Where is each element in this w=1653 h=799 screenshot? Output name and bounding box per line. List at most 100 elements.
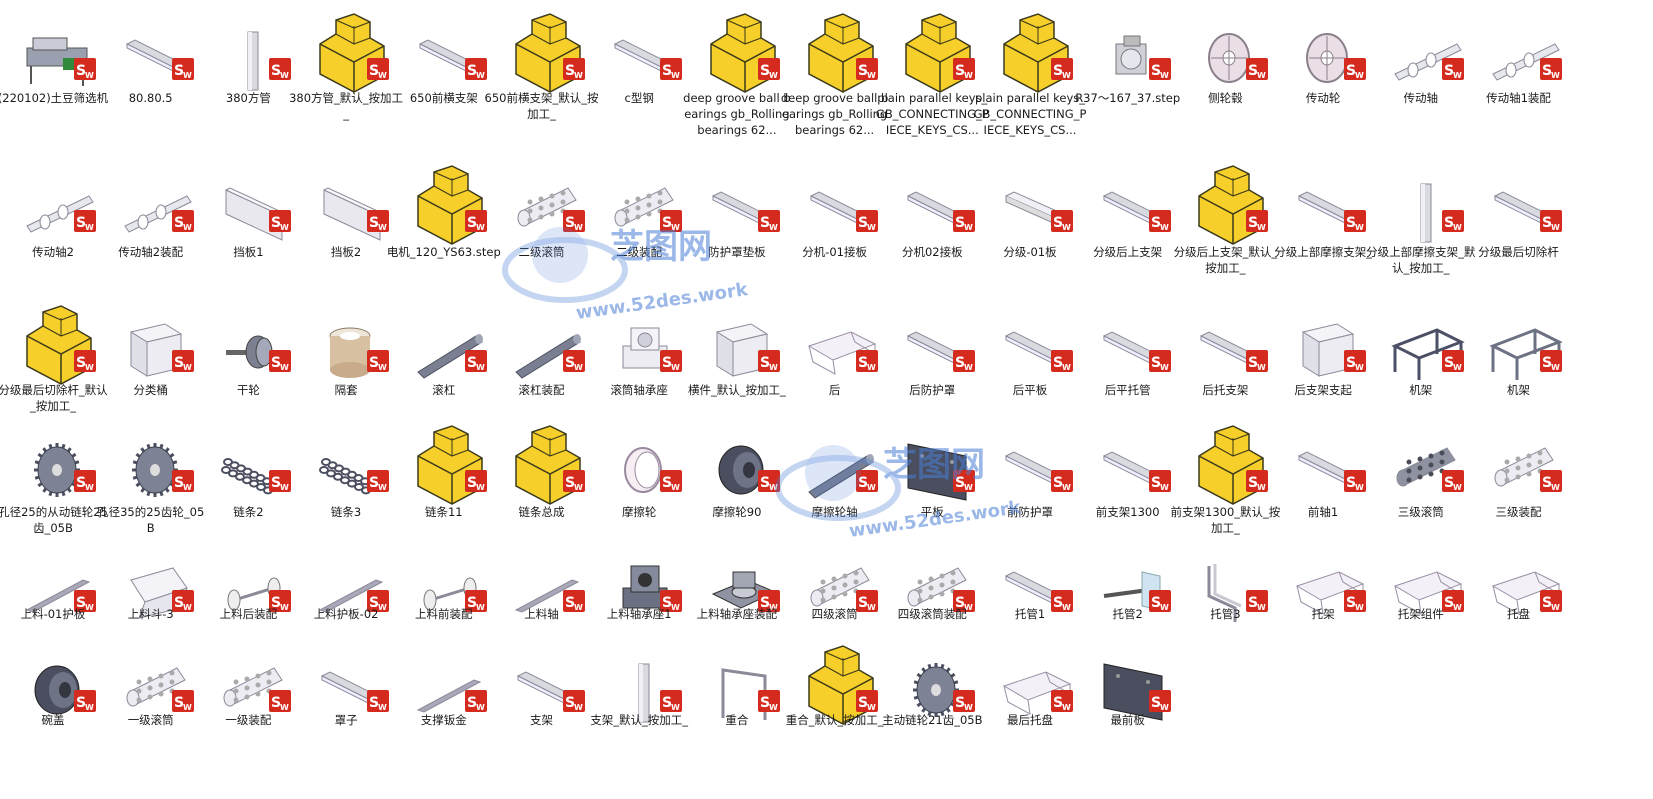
- solidworks-icon: S W: [757, 350, 780, 376]
- file-thumbnail: [1391, 546, 1463, 626]
- file-item[interactable]: S W(220102)土豆筛选机: [0, 8, 108, 118]
- svg-text:W: W: [476, 363, 485, 372]
- file-name: 分级最后切除杆: [1478, 245, 1559, 259]
- svg-text:W: W: [574, 483, 583, 492]
- solidworks-icon: S W: [171, 58, 194, 84]
- svg-text:S: S: [565, 475, 575, 491]
- solidworks-icon: S W: [367, 470, 390, 496]
